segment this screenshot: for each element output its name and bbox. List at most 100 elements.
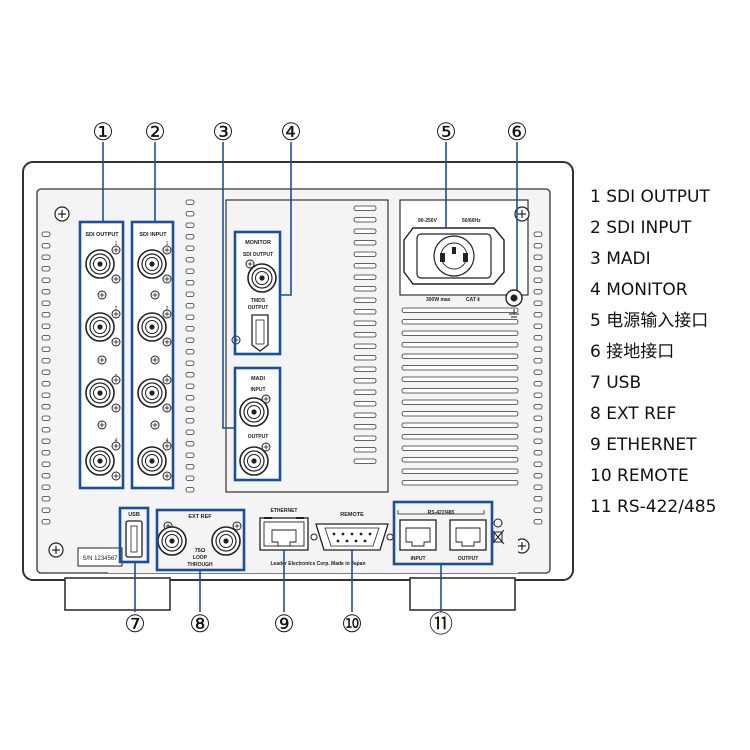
vent-slot — [533, 519, 543, 525]
legend-item-power-inlet: 5 电源输入接口 — [590, 311, 709, 331]
vent-slot — [533, 473, 543, 479]
loop-ohm-label: 75Ω — [195, 548, 206, 554]
madi-output-connector-icon[interactable] — [239, 446, 269, 476]
callout-1: ① — [92, 119, 114, 146]
vent-slot — [401, 342, 519, 348]
ethernet-block: ETHERNET — [259, 508, 309, 551]
ext-ref-2-connector-icon[interactable] — [211, 526, 241, 556]
vent-slot — [533, 300, 543, 306]
vent-slot — [185, 314, 195, 320]
vent-slot — [533, 484, 543, 490]
vent-slot — [41, 289, 51, 295]
vent-slot — [401, 319, 519, 325]
sdi-input-2-connector-icon[interactable] — [137, 312, 167, 342]
vent-slot — [41, 346, 51, 352]
vent-slot — [533, 289, 543, 295]
remote-label: REMOTE — [340, 512, 364, 518]
sdi-input-ch4-label: 4 — [166, 438, 169, 444]
monitor-label: MONITOR — [245, 240, 271, 246]
vent-slot — [401, 411, 519, 417]
sdi-input-ch2-label: 2 — [166, 306, 169, 312]
sdi-output-3-connector-icon[interactable] — [85, 378, 115, 408]
vent-slot — [353, 458, 377, 464]
vent-slot — [533, 392, 543, 398]
sdi-output-ch1-label: 1 — [115, 241, 118, 247]
vent-slot — [353, 447, 377, 453]
madi-input-label: INPUT — [251, 387, 266, 393]
vent-slot — [401, 330, 519, 336]
vent-slot — [353, 228, 377, 234]
vent-slot — [185, 395, 195, 401]
vent-slot — [353, 435, 377, 441]
vent-slot — [353, 343, 377, 349]
leader-lines — [102, 142, 518, 612]
vent-slot — [185, 222, 195, 228]
warning-symbols — [491, 518, 505, 545]
vent-slot — [41, 358, 51, 364]
vent-slot — [41, 369, 51, 375]
sdi-input-block: SDI INPUT 1 2 3 4 — [133, 222, 173, 488]
sdi-input-1-connector-icon[interactable] — [137, 249, 167, 279]
vent-slot — [353, 286, 377, 292]
monitor-block: MONITOR SDI OUTPUT TMDS OUTPUT — [231, 232, 280, 354]
vent-slot — [185, 464, 195, 470]
usb-port-icon[interactable] — [125, 520, 143, 558]
highlight-madi — [233, 366, 282, 482]
ce-mark-icon — [493, 518, 503, 528]
voltage-label: 90-250V — [418, 218, 438, 224]
vent-slot — [533, 415, 543, 421]
vent-slot — [533, 312, 543, 318]
vent-slot — [353, 424, 377, 430]
legend: 1 SDI OUTPUT 2 SDI INPUT 3 MADI 4 MONITO… — [590, 182, 746, 523]
sdi-output-2-connector-icon[interactable] — [85, 312, 115, 342]
vent-slot — [353, 205, 377, 211]
sdi-output-ch4-label: 4 — [115, 438, 118, 444]
vent-slot — [353, 274, 377, 280]
monitor-sdi-connector-icon[interactable] — [247, 263, 277, 293]
vent-slot — [41, 335, 51, 341]
vent-slot — [41, 323, 51, 329]
highlight-rs422 — [392, 500, 494, 566]
legend-item-remote: 10 REMOTE — [590, 466, 689, 486]
vent-slot — [185, 303, 195, 309]
vent-slot — [41, 266, 51, 272]
vent-slot — [185, 257, 195, 263]
vent-slot — [533, 231, 543, 237]
sdi-output-1-connector-icon[interactable] — [85, 249, 115, 279]
ext-ref-1-connector-icon[interactable] — [157, 526, 187, 556]
vent-slot — [41, 519, 51, 525]
vent-slot — [353, 320, 377, 326]
remote-dsub-port-icon[interactable] — [315, 523, 389, 551]
vent-slot — [41, 461, 51, 467]
vent-slot — [41, 438, 51, 444]
highlight-monitor — [233, 230, 282, 356]
ext-ref-block: EXT REF 75Ω LOOP THROUGH — [157, 514, 242, 568]
vent-slot — [41, 427, 51, 433]
vent-slot — [401, 365, 519, 371]
vent-slot — [185, 234, 195, 240]
vent-slot — [41, 312, 51, 318]
vent-slot — [533, 243, 543, 249]
vent-slot — [401, 376, 519, 382]
legend-item-ext-ref: 8 EXT REF — [590, 404, 677, 424]
vent-slot — [41, 404, 51, 410]
legend-item-monitor: 4 MONITOR — [590, 280, 688, 300]
sdi-output-4-connector-icon[interactable] — [85, 446, 115, 476]
vent-slot — [353, 412, 377, 418]
sdi-input-4-connector-icon[interactable] — [137, 446, 167, 476]
sdi-output-block: SDI OUTPUT 1 2 3 4 — [81, 222, 123, 488]
vent-slot — [185, 349, 195, 355]
highlight-boxes — [78, 220, 494, 572]
sdi-input-ch1-label: 1 — [166, 241, 169, 247]
legend-item-usb: 7 USB — [590, 373, 642, 393]
monitor-sdi-output-label: SDI OUTPUT — [243, 252, 273, 258]
vent-slot — [401, 434, 519, 440]
maker-label: Leader Electronics Corp. Made in Japan — [270, 561, 365, 567]
sdi-input-3-connector-icon[interactable] — [137, 378, 167, 408]
ground-terminal[interactable] — [505, 289, 523, 318]
madi-input-connector-icon[interactable] — [239, 397, 269, 427]
vent-slot — [41, 254, 51, 260]
vent-slot — [185, 360, 195, 366]
ethernet-label: ETHERNET — [271, 508, 298, 514]
